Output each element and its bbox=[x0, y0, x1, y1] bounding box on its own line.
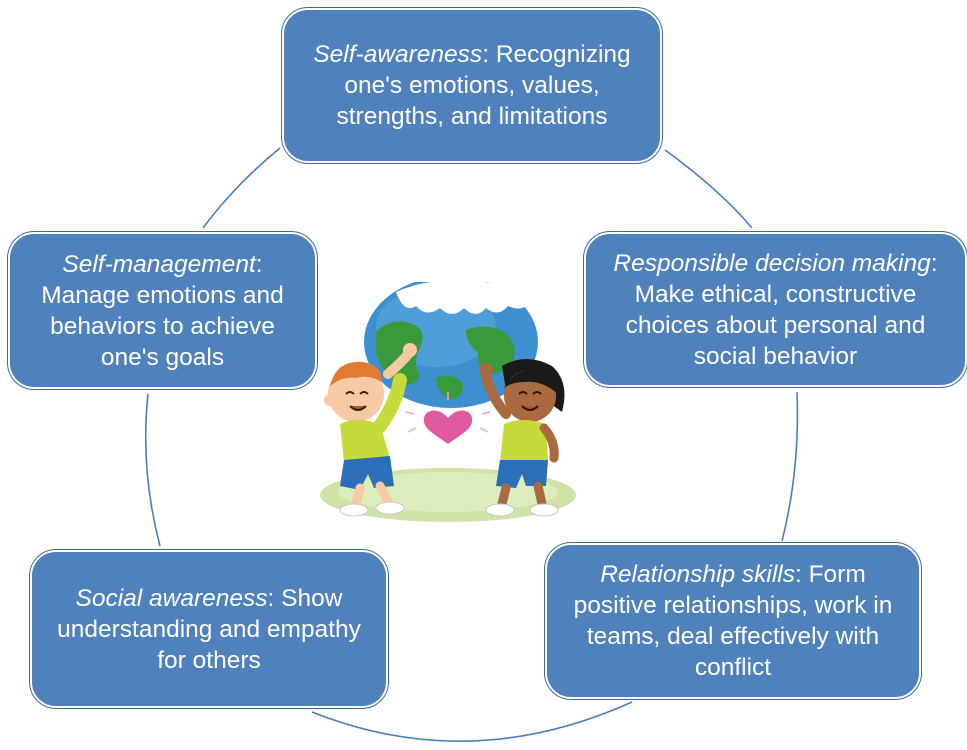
heart-icon bbox=[405, 392, 491, 444]
relationship-skills-description: Form positive relationships, work in tea… bbox=[573, 561, 893, 681]
children-globe-illustration bbox=[320, 282, 576, 522]
ring-arc-top-left bbox=[202, 147, 281, 229]
ring-arc-bottom bbox=[311, 701, 633, 742]
self-management-term: Self-management bbox=[62, 250, 256, 278]
responsible-decision-making-box: Responsible decision making: Make ethica… bbox=[584, 232, 967, 387]
responsible-decision-making-separator: : bbox=[930, 249, 938, 277]
ring-arc-left bbox=[144, 393, 161, 547]
self-management-box: Self-management: Manage emotions and beh… bbox=[8, 232, 317, 389]
self-awareness-box: Self-awareness: Recognizing one's emotio… bbox=[282, 8, 662, 163]
relationship-skills-term: Relationship skills bbox=[600, 561, 795, 588]
social-awareness-term: Social awareness bbox=[75, 584, 268, 612]
responsible-decision-making-description: Make ethical, constructive choices about… bbox=[625, 280, 926, 370]
self-awareness-term: Self-awareness bbox=[313, 41, 483, 68]
self-awareness-description: Recognizing one's emotions, values, stre… bbox=[336, 41, 631, 130]
social-awareness-box: Social awareness: Show understanding and… bbox=[30, 550, 388, 708]
social-awareness-separator: : bbox=[267, 584, 275, 612]
boy-figure bbox=[324, 343, 417, 517]
relationship-skills-box: Relationship skills: Form positive relat… bbox=[545, 543, 921, 699]
relationship-skills-separator: : bbox=[794, 561, 802, 588]
self-management-separator: : bbox=[255, 250, 263, 278]
self-management-description: Manage emotions and behaviors to achieve… bbox=[41, 281, 284, 371]
self-awareness-separator: : bbox=[482, 41, 489, 68]
girl-figure bbox=[479, 359, 565, 517]
social-awareness-description: Show understanding and empathy for other… bbox=[57, 584, 361, 674]
ring-arc-right bbox=[781, 391, 799, 542]
responsible-decision-making-term: Responsible decision making bbox=[613, 249, 931, 277]
ring-arc-top-right bbox=[664, 149, 753, 229]
